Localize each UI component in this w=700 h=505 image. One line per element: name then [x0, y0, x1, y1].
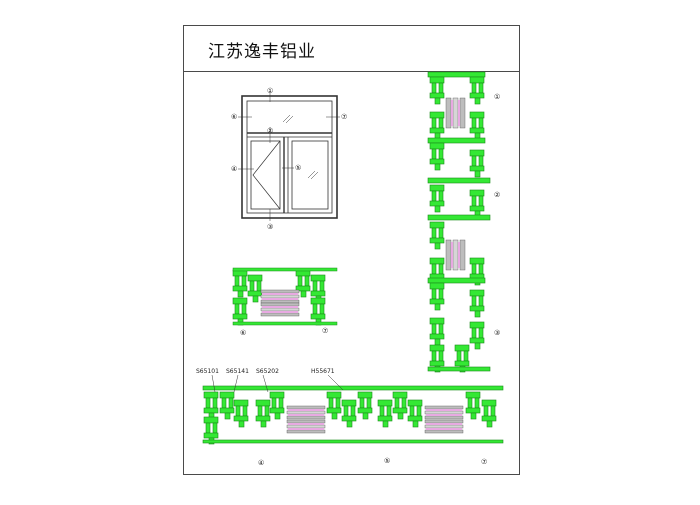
- bottom-marker-5: ⑤: [384, 457, 390, 465]
- bottom-section: S65101 S65141 S65202 H55671 ④ ⑤ ⑦: [196, 368, 504, 467]
- bottom-marker-4: ④: [258, 459, 264, 467]
- marker-1: ①: [267, 87, 273, 95]
- marker-5: ⑤: [295, 164, 301, 172]
- marker-4: ④: [231, 165, 237, 173]
- marker-7-section: ⑦: [322, 327, 328, 335]
- vertical-section: ① ② ③: [427, 71, 500, 373]
- marker-2: ②: [267, 127, 273, 135]
- code-h55671: H55671: [311, 368, 335, 375]
- code-s65101: S65101: [196, 368, 219, 375]
- marker-6: ⑥: [231, 113, 237, 121]
- section-6-7: ⑥ ⑦: [232, 267, 338, 337]
- title-band: 江苏逸丰铝业: [184, 26, 519, 72]
- window-elevation: ① ② ③ ④ ⑤ ⑥ ⑦: [231, 87, 347, 231]
- marker-6-section: ⑥: [240, 329, 246, 337]
- vertical-marker-2: ②: [494, 191, 500, 199]
- vertical-marker-3: ③: [494, 329, 500, 337]
- page-title: 江苏逸丰铝业: [208, 42, 316, 62]
- marker-7: ⑦: [341, 113, 347, 121]
- code-s65202: S65202: [256, 368, 279, 375]
- bottom-marker-7: ⑦: [481, 458, 487, 466]
- marker-3: ③: [267, 223, 273, 231]
- vertical-marker-1: ①: [494, 93, 500, 101]
- code-s65141: S65141: [226, 368, 249, 375]
